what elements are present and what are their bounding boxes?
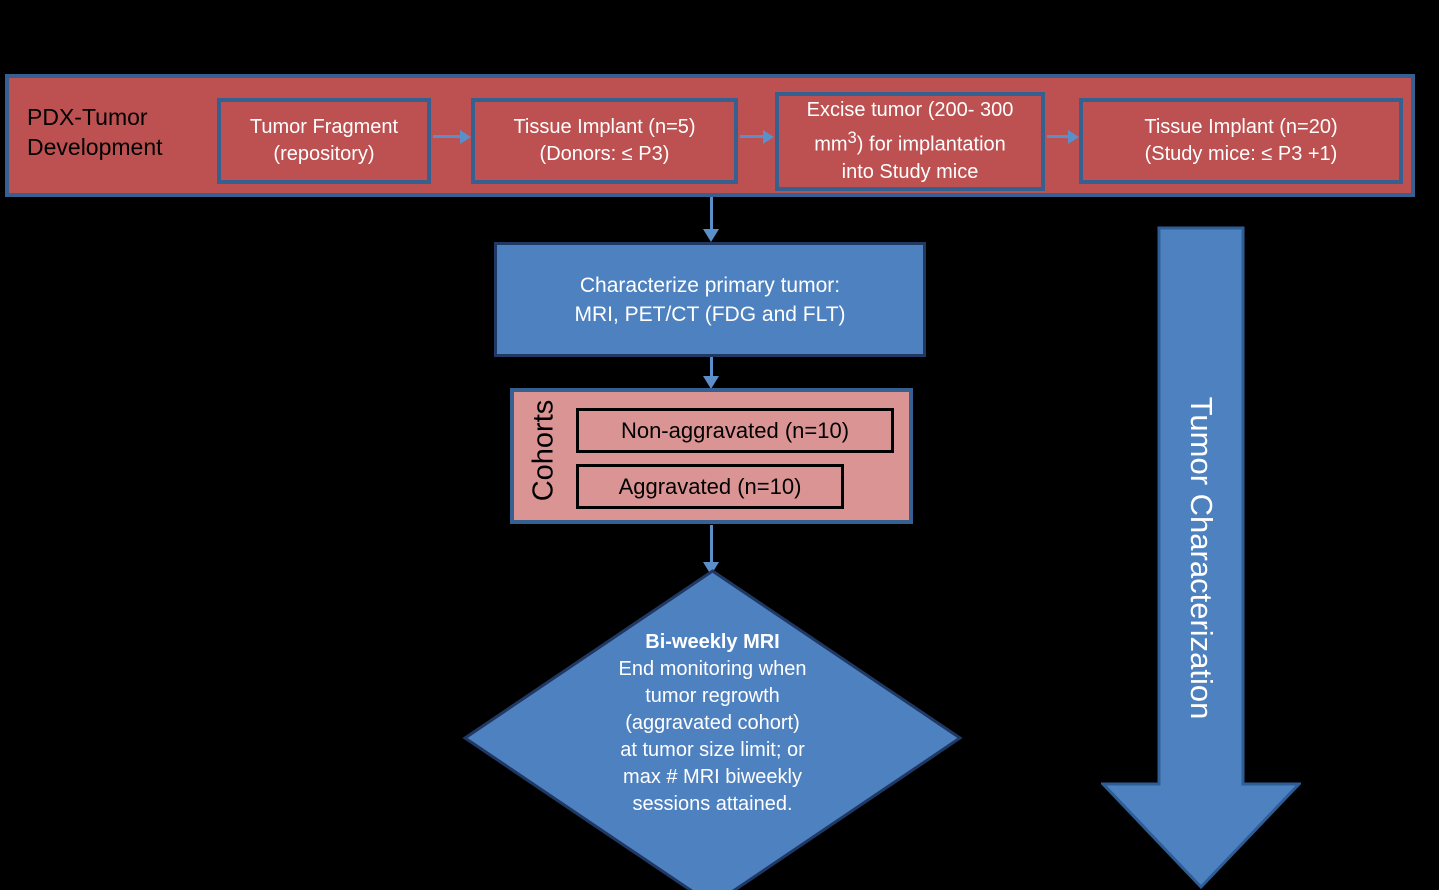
step3-line2-suffix: ) for implantation — [856, 133, 1006, 156]
pdx-tumor-development-banner: PDX-Tumor Development Tumor Fragment (re… — [5, 74, 1415, 197]
step-box-tissue-implant-donors: Tissue Implant (n=5) (Donors: ≤ P3) — [471, 98, 738, 184]
step-box-tissue-implant-study: Tissue Implant (n=20) (Study mice: ≤ P3 … — [1079, 98, 1403, 184]
arrow-fragment-to-donor-implant — [433, 130, 471, 144]
step-box-excise-tumor: Excise tumor (200- 300 mm3) for implanta… — [775, 92, 1045, 191]
step4-line1: Tissue Implant (n=20) — [1144, 116, 1338, 138]
cohort-item-non-aggravated: Non-aggravated (n=10) — [576, 408, 894, 453]
tumor-characterization-label: Tumor Characterization — [1184, 396, 1219, 720]
characterize-line1: Characterize primary tumor: — [579, 273, 841, 297]
decision-heading: Bi-weekly MRI — [645, 631, 780, 653]
cohort-item-aggravated: Aggravated (n=10) — [576, 464, 844, 509]
step2-line2: (Donors: ≤ P3) — [539, 143, 670, 165]
arrow-characterize-to-cohorts — [703, 357, 719, 389]
decision-line-3: (aggravated cohort) — [625, 712, 800, 734]
decision-line-1: End monitoring when — [618, 658, 807, 680]
arrow-donor-implant-to-excise — [740, 130, 774, 144]
step3-line2-prefix: mm — [814, 133, 848, 156]
decision-line-5: max # MRI biweekly — [623, 766, 802, 788]
step4-line2: (Study mice: ≤ P3 +1) — [1144, 143, 1338, 165]
decision-line-2: tumor regrowth — [645, 685, 780, 707]
step1-line2: (repository) — [273, 143, 375, 165]
step-box-tumor-fragment: Tumor Fragment (repository) — [217, 98, 431, 184]
arrow-cohorts-to-decision — [703, 525, 719, 575]
decision-text: Bi-weekly MRI End monitoring when tumor … — [459, 629, 966, 818]
down-arrow-icon — [1101, 226, 1301, 890]
diamond-shape-icon — [462, 569, 963, 890]
arrow-banner-to-characterize — [703, 197, 719, 242]
characterize-line2: MRI, PET/CT (FDG and FLT) — [574, 302, 846, 326]
step2-line1: Tissue Implant (n=5) — [513, 116, 696, 138]
decision-diamond: Bi-weekly MRI End monitoring when tumor … — [459, 565, 966, 890]
step3-line1: Excise tumor (200- 300 — [806, 99, 1014, 122]
decision-line-6: sessions attained. — [632, 793, 793, 815]
step3-superscript: 3 — [847, 128, 857, 148]
step1-line1: Tumor Fragment — [249, 116, 399, 138]
step3-line3: into Study mice — [841, 160, 979, 183]
banner-title: PDX-Tumor Development — [27, 104, 163, 160]
cohorts-box: Cohorts Non-aggravated (n=10) Aggravated… — [510, 388, 913, 524]
decision-line-4: at tumor size limit; or — [620, 739, 805, 761]
characterize-primary-tumor-box: Characterize primary tumor: MRI, PET/CT … — [494, 242, 926, 357]
tumor-characterization-arrow: Tumor Characterization — [1101, 226, 1301, 890]
cohorts-label: Cohorts — [527, 399, 560, 502]
arrow-excise-to-study-implant — [1047, 130, 1079, 144]
